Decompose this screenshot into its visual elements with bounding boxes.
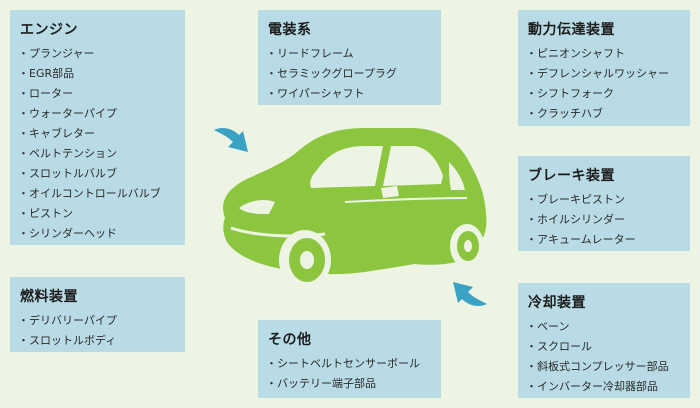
- part-list: ピニオンシャフト デフレンシャルワッシャー シフトフォーク クラッチハブ: [528, 44, 680, 124]
- category-title: 冷却装置: [528, 295, 586, 311]
- curved-arrow-icon: [453, 282, 487, 307]
- car-window: [383, 146, 443, 186]
- list-item: デリバリーパイプ: [20, 311, 175, 331]
- category-electrical: 電装系 リードフレーム セラミックグロープラグ ワイパーシャフト: [258, 10, 441, 105]
- part-list: プランジャー EGR部品 ローター ウォーターパイプ キャブレター ベルトテンシ…: [20, 44, 175, 244]
- list-item: ベルトテンション: [20, 144, 175, 164]
- part-list: リードフレーム セラミックグロープラグ ワイパーシャフト: [268, 44, 431, 104]
- car-wheel-front: [279, 230, 331, 290]
- list-item: ピニオンシャフト: [528, 44, 680, 64]
- list-item: ピストン: [20, 204, 175, 224]
- list-item: オイルコントロールバルブ: [20, 184, 175, 204]
- category-title: ブレーキ装置: [528, 168, 615, 184]
- list-item: EGR部品: [20, 64, 175, 84]
- list-item: スロットルバルブ: [20, 164, 175, 184]
- list-item: シリンダーヘッド: [20, 224, 175, 244]
- category-brake: ブレーキ装置 ブレーキピストン ホイルシリンダー アキュームレーター: [518, 156, 690, 251]
- car-window: [449, 162, 465, 190]
- part-list: シートベルトセンサーボール バッテリー端子部品: [268, 354, 431, 394]
- list-item: セラミックグロープラグ: [268, 64, 431, 84]
- curved-arrow-icon: [214, 127, 248, 152]
- list-item: キャブレター: [20, 124, 175, 144]
- category-title: その他: [268, 332, 312, 348]
- car-window: [310, 146, 383, 188]
- list-item: ベーン: [528, 317, 680, 337]
- list-item: バッテリー端子部品: [268, 374, 431, 394]
- list-item: スロットルボディ: [20, 331, 175, 351]
- category-title: 電装系: [268, 22, 312, 38]
- category-cooling: 冷却装置 ベーン スクロール 斜板式コンプレッサー部品 インバーター冷却器部品: [518, 283, 690, 398]
- part-list: ブレーキピストン ホイルシリンダー アキュームレーター: [528, 190, 680, 250]
- list-item: リードフレーム: [268, 44, 431, 64]
- list-item: シフトフォーク: [528, 84, 680, 104]
- list-item: デフレンシャルワッシャー: [528, 64, 680, 84]
- category-title: 燃料装置: [20, 289, 78, 305]
- list-item: インバーター冷却器部品: [528, 377, 680, 397]
- list-item: ブレーキピストン: [528, 190, 680, 210]
- list-item: ウォーターパイプ: [20, 104, 175, 124]
- list-item: ホイルシリンダー: [528, 210, 680, 230]
- list-item: スクロール: [528, 337, 680, 357]
- list-item: クラッチハブ: [528, 104, 680, 124]
- category-engine: エンジン プランジャー EGR部品 ローター ウォーターパイプ キャブレター ベ…: [10, 10, 185, 245]
- car-wheel-rear: [450, 224, 484, 268]
- category-title: 動力伝達装置: [528, 22, 615, 38]
- car-side-line: [344, 197, 468, 203]
- car-illustration: [223, 128, 487, 290]
- list-item: 斜板式コンプレッサー部品: [528, 357, 680, 377]
- list-item: アキュームレーター: [528, 230, 680, 250]
- category-drivetrain: 動力伝達装置 ピニオンシャフト デフレンシャルワッシャー シフトフォーク クラッ…: [518, 10, 690, 126]
- part-list: デリバリーパイプ スロットルボディ: [20, 311, 175, 351]
- car-headlight: [239, 200, 275, 214]
- category-other: その他 シートベルトセンサーボール バッテリー端子部品: [258, 320, 441, 398]
- list-item: シートベルトセンサーボール: [268, 354, 431, 374]
- category-title: エンジン: [20, 22, 78, 38]
- part-list: ベーン スクロール 斜板式コンプレッサー部品 インバーター冷却器部品: [528, 317, 680, 397]
- list-item: プランジャー: [20, 44, 175, 64]
- list-item: ローター: [20, 84, 175, 104]
- list-item: ワイパーシャフト: [268, 84, 431, 104]
- category-fuel: 燃料装置 デリバリーパイプ スロットルボディ: [10, 277, 185, 352]
- car-mirror: [381, 186, 399, 198]
